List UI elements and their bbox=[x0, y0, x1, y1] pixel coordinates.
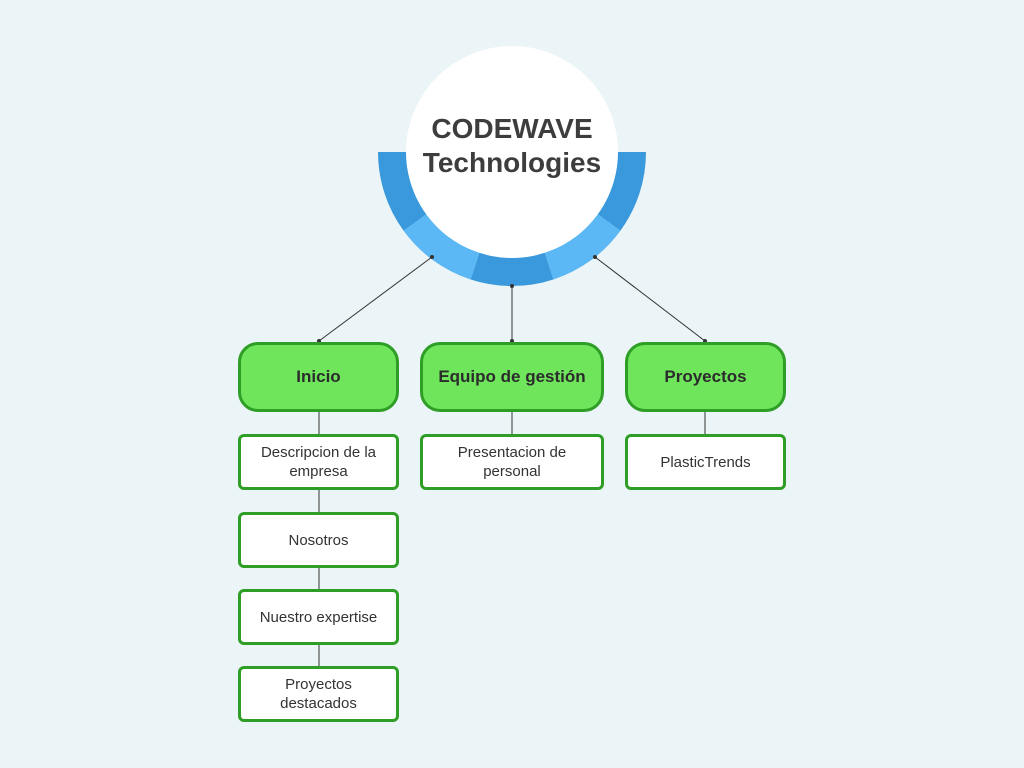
hub-circle bbox=[406, 46, 618, 258]
node-proyectos-destacados[interactable]: Proyectos destacados bbox=[238, 666, 399, 722]
connector-line bbox=[594, 256, 706, 342]
hub-ring-segment bbox=[470, 250, 554, 286]
connector-line bbox=[318, 256, 433, 342]
hub-ring-segment bbox=[378, 152, 428, 231]
connector-dot bbox=[510, 284, 514, 288]
connector-dot bbox=[430, 255, 434, 259]
node-plastictrends[interactable]: PlasticTrends bbox=[625, 434, 786, 490]
node-proyectos[interactable]: Proyectos bbox=[625, 342, 786, 412]
node-presentacion-de-personal[interactable]: Presentacion de personal bbox=[420, 434, 604, 490]
hub-ring-segment bbox=[596, 152, 646, 231]
hub-title-line1: CODEWAVE bbox=[431, 113, 593, 144]
hub-ring-segment bbox=[403, 213, 480, 280]
node-nosotros[interactable]: Nosotros bbox=[238, 512, 399, 568]
node-nuestro-expertise[interactable]: Nuestro expertise bbox=[238, 589, 399, 645]
node-equipo-de-gestion[interactable]: Equipo de gestión bbox=[420, 342, 604, 412]
node-inicio[interactable]: Inicio bbox=[238, 342, 399, 412]
hub-title-line2: Technologies bbox=[422, 147, 602, 178]
hub-ring-segment bbox=[544, 213, 621, 280]
connector-dot bbox=[593, 255, 597, 259]
hub-title: CODEWAVE Technologies bbox=[406, 112, 618, 180]
hub-ring bbox=[378, 152, 646, 286]
node-descripcion-de-la-empresa[interactable]: Descripcion de la empresa bbox=[238, 434, 399, 490]
